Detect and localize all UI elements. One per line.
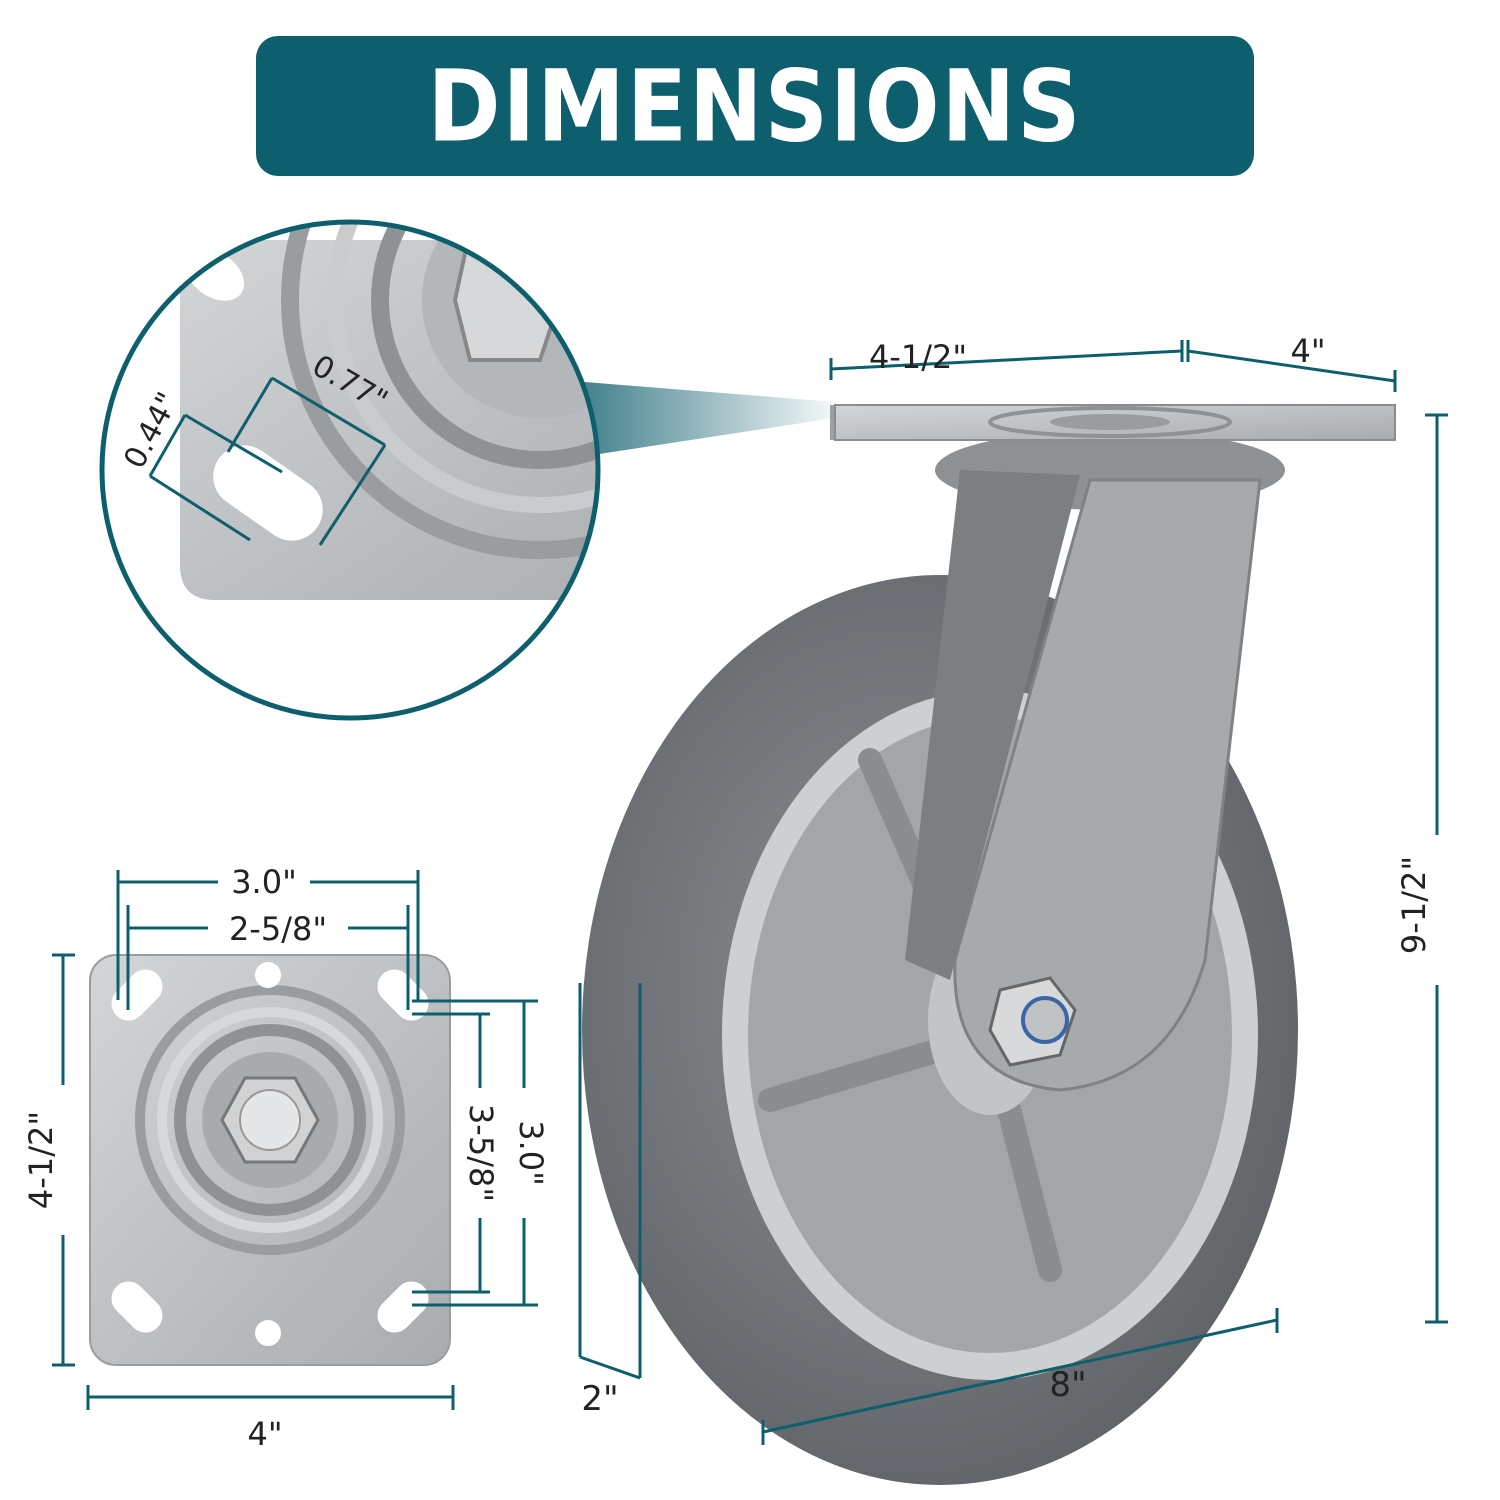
plate-slot-top-left [111,969,163,1021]
plate-height-label: 4-1/2" [22,1111,60,1209]
side-inner-spacing-label: 3-5/8" [462,1104,500,1202]
top-plate-length-label: 4-1/2" [869,338,967,376]
plate-slot-bottom-left [111,1281,163,1333]
fork-back [905,470,1080,980]
caster-view: 4-1/2" 4" 9-1/2" 8" 2" [578,332,1448,1485]
zoom-circle-border [99,219,601,721]
wheel-diameter-label: 8" [1049,1365,1086,1405]
inner-hole-spacing-label: 2-5/8" [229,910,327,948]
plate-slot-bottom-right [377,1281,429,1333]
title-banner: DIMENSIONS [256,36,1254,176]
plate-width-label: 4" [247,1415,282,1453]
zoom-slot-hole [213,445,323,541]
plate-slot-top-right [377,969,429,1021]
side-outer-spacing-label: 3.0" [512,1120,550,1186]
page-title: DIMENSIONS [427,48,1083,164]
overall-height-label: 9-1/2" [1395,856,1433,954]
wheel-width-label: 2" [581,1379,618,1419]
fork-leg [953,478,1262,1092]
top-plate-width-label: 4" [1290,332,1325,370]
callout-beam [560,380,835,460]
mounting-plate-view: 3.0" 2-5/8" 3.0" 3-5/8" 4-1/2" 4" [22,863,550,1453]
outer-hole-spacing-label: 3.0" [231,863,297,901]
zoom-hex-nut [452,228,563,362]
zoom-detail: 0.44" 0.77" [99,219,601,721]
